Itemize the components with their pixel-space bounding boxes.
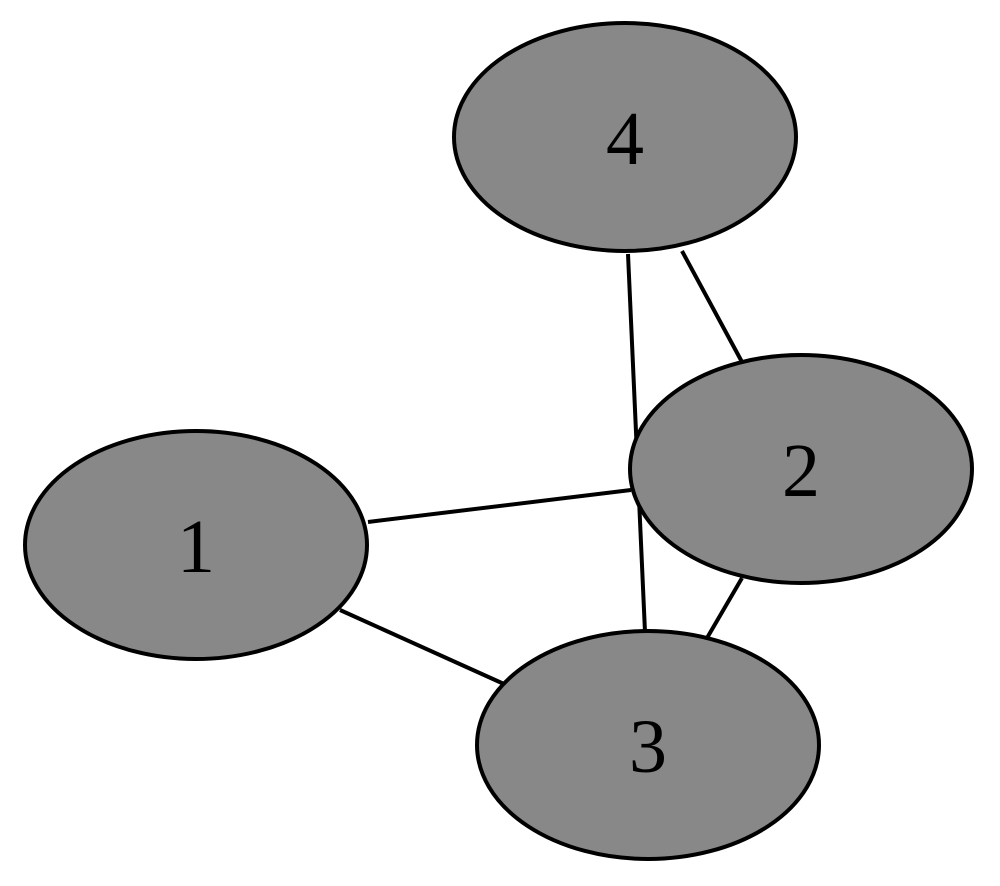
node-1-label: 1: [177, 505, 215, 589]
node-2[interactable]: 2: [628, 353, 974, 585]
node-1[interactable]: 1: [23, 429, 369, 661]
node-2-shape: [628, 353, 974, 585]
node-1-shape: [23, 429, 369, 661]
node-3[interactable]: 3: [475, 629, 821, 861]
node-4-label: 4: [606, 97, 644, 181]
node-3-label: 3: [629, 705, 667, 789]
edge-1-2: [367, 488, 632, 524]
edge-2-3: [705, 576, 744, 640]
node-2-label: 2: [782, 429, 820, 513]
nodes-layer: 4 2 1 3: [23, 21, 974, 861]
edge-4-2: [680, 250, 744, 363]
node-4[interactable]: 4: [452, 21, 798, 253]
edge-1-3: [339, 608, 505, 686]
edges-layer: [339, 250, 744, 686]
node-4-shape: [452, 21, 798, 253]
node-3-shape: [475, 629, 821, 861]
